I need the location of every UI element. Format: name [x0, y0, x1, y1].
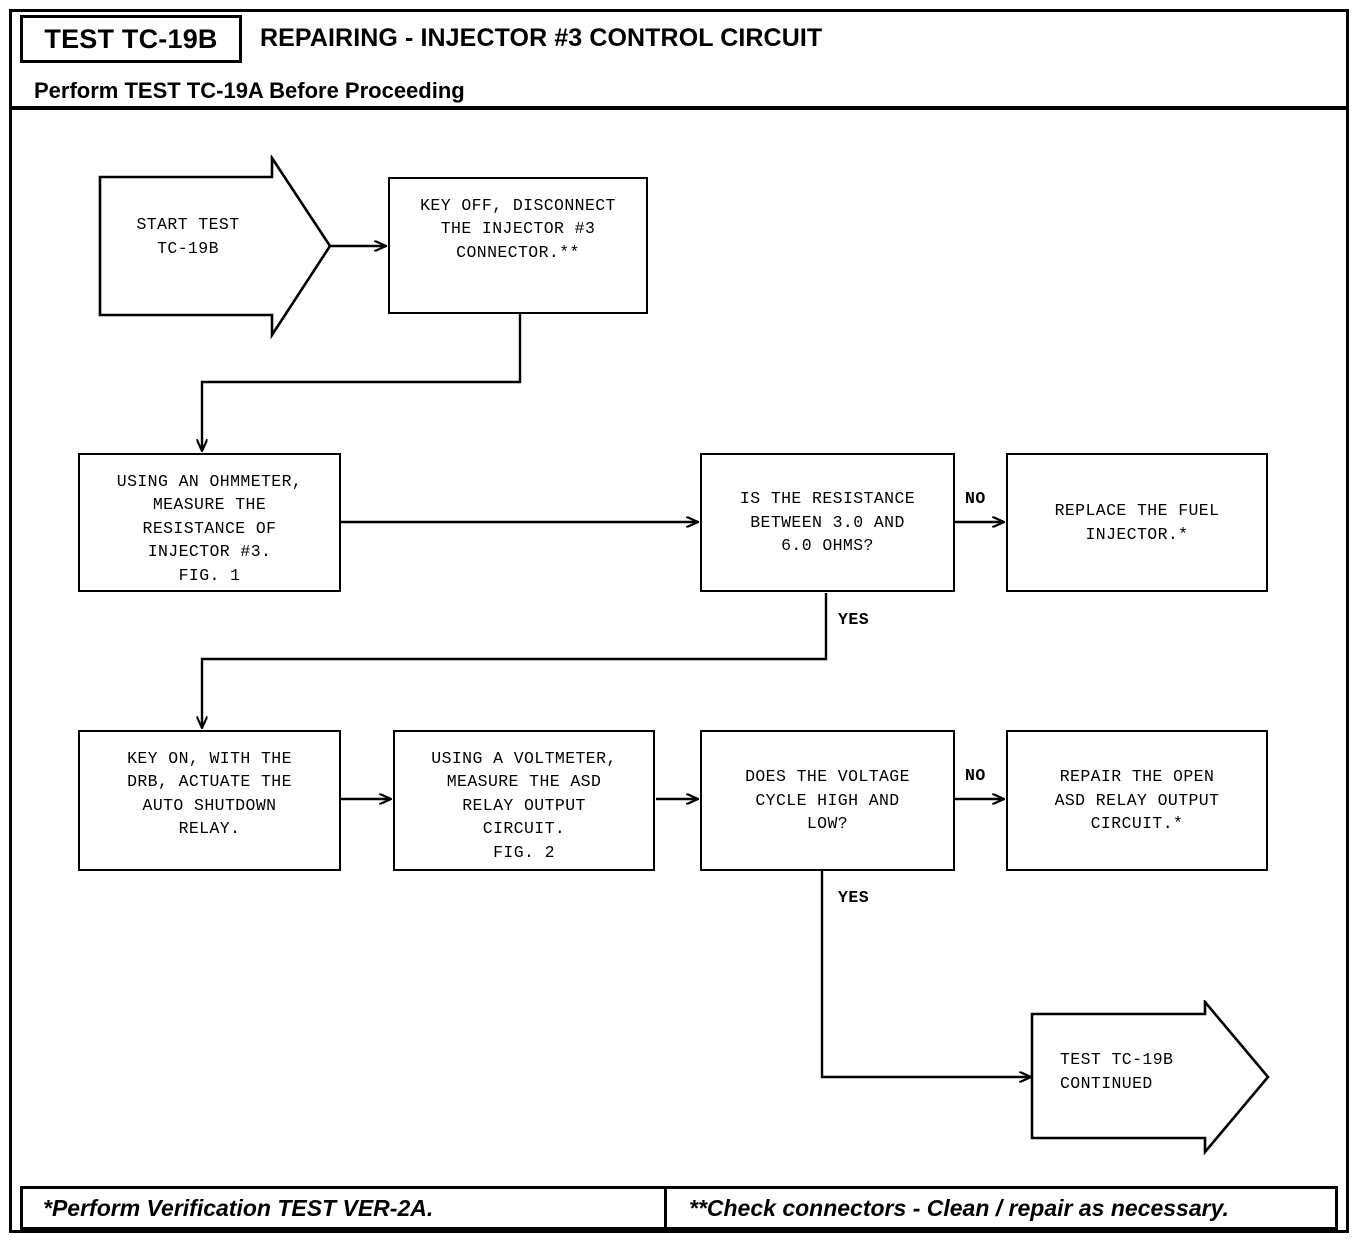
node-disconnect-connector: KEY OFF, DISCONNECT THE INJECTOR #3 CONN… [388, 177, 648, 314]
footer-note-right-cell: **Check connectors - Clean / repair as n… [667, 1189, 1335, 1227]
header-title-row: TEST TC-19B REPAIRING - INJECTOR #3 CONT… [12, 12, 1346, 63]
footer-note-right: **Check connectors - Clean / repair as n… [689, 1194, 1229, 1221]
node-measure-resistance: USING AN OHMMETER, MEASURE THE RESISTANC… [78, 453, 341, 592]
footer-note-box: *Perform Verification TEST VER-2A. **Che… [20, 1186, 1338, 1230]
node-replace-injector-label: REPLACE THE FUEL INJECTOR.* [1054, 501, 1220, 544]
edge-label-voltage-no: NO [965, 766, 986, 785]
node-key-on-actuate-asd-label: KEY ON, WITH THE DRB, ACTUATE THE AUTO S… [127, 749, 292, 839]
footer-note-left-cell: *Perform Verification TEST VER-2A. [23, 1189, 667, 1227]
node-voltage-question: DOES THE VOLTAGE CYCLE HIGH AND LOW? [700, 730, 955, 871]
node-measure-resistance-label: USING AN OHMMETER, MEASURE THE RESISTANC… [116, 472, 303, 585]
test-id-label: TEST TC-19B [44, 23, 218, 54]
test-id-box: TEST TC-19B [20, 15, 242, 63]
node-key-on-actuate-asd: KEY ON, WITH THE DRB, ACTUATE THE AUTO S… [78, 730, 341, 871]
page-header: TEST TC-19B REPAIRING - INJECTOR #3 CONT… [12, 12, 1346, 104]
node-replace-injector: REPLACE THE FUEL INJECTOR.* [1006, 453, 1268, 592]
edge-label-resistance-yes: YES [838, 610, 870, 629]
page-footer: *Perform Verification TEST VER-2A. **Che… [12, 1186, 1346, 1232]
continued-terminator-label: TEST TC-19B CONTINUED [1060, 1050, 1174, 1093]
node-resistance-question-label: IS THE RESISTANCE BETWEEN 3.0 AND 6.0 OH… [739, 489, 916, 556]
node-resistance-question: IS THE RESISTANCE BETWEEN 3.0 AND 6.0 OH… [700, 453, 955, 592]
page-title: REPAIRING - INJECTOR #3 CONTROL CIRCUIT [260, 24, 823, 52]
start-terminator: START TEST TC-19B [98, 153, 338, 340]
node-repair-asd-circuit: REPAIR THE OPEN ASD RELAY OUTPUT CIRCUIT… [1006, 730, 1268, 871]
start-terminator-label: START TEST TC-19B [136, 215, 240, 258]
page-border [9, 9, 1349, 1233]
edge-label-resistance-no: NO [965, 489, 986, 508]
header-subtitle: Perform TEST TC-19A Before Proceeding [34, 78, 465, 103]
node-disconnect-connector-label: KEY OFF, DISCONNECT THE INJECTOR #3 CONN… [420, 196, 616, 262]
node-measure-asd-voltage-label: USING A VOLTMETER, MEASURE THE ASD RELAY… [431, 749, 617, 862]
node-measure-asd-voltage: USING A VOLTMETER, MEASURE THE ASD RELAY… [393, 730, 655, 871]
footer-note-left: *Perform Verification TEST VER-2A. [43, 1194, 434, 1221]
node-repair-asd-circuit-label: REPAIR THE OPEN ASD RELAY OUTPUT CIRCUIT… [1054, 767, 1220, 834]
edge-label-voltage-yes: YES [838, 888, 870, 907]
node-voltage-question-label: DOES THE VOLTAGE CYCLE HIGH AND LOW? [745, 767, 910, 834]
header-divider [9, 106, 1349, 110]
continued-terminator: TEST TC-19B CONTINUED [1030, 998, 1275, 1156]
